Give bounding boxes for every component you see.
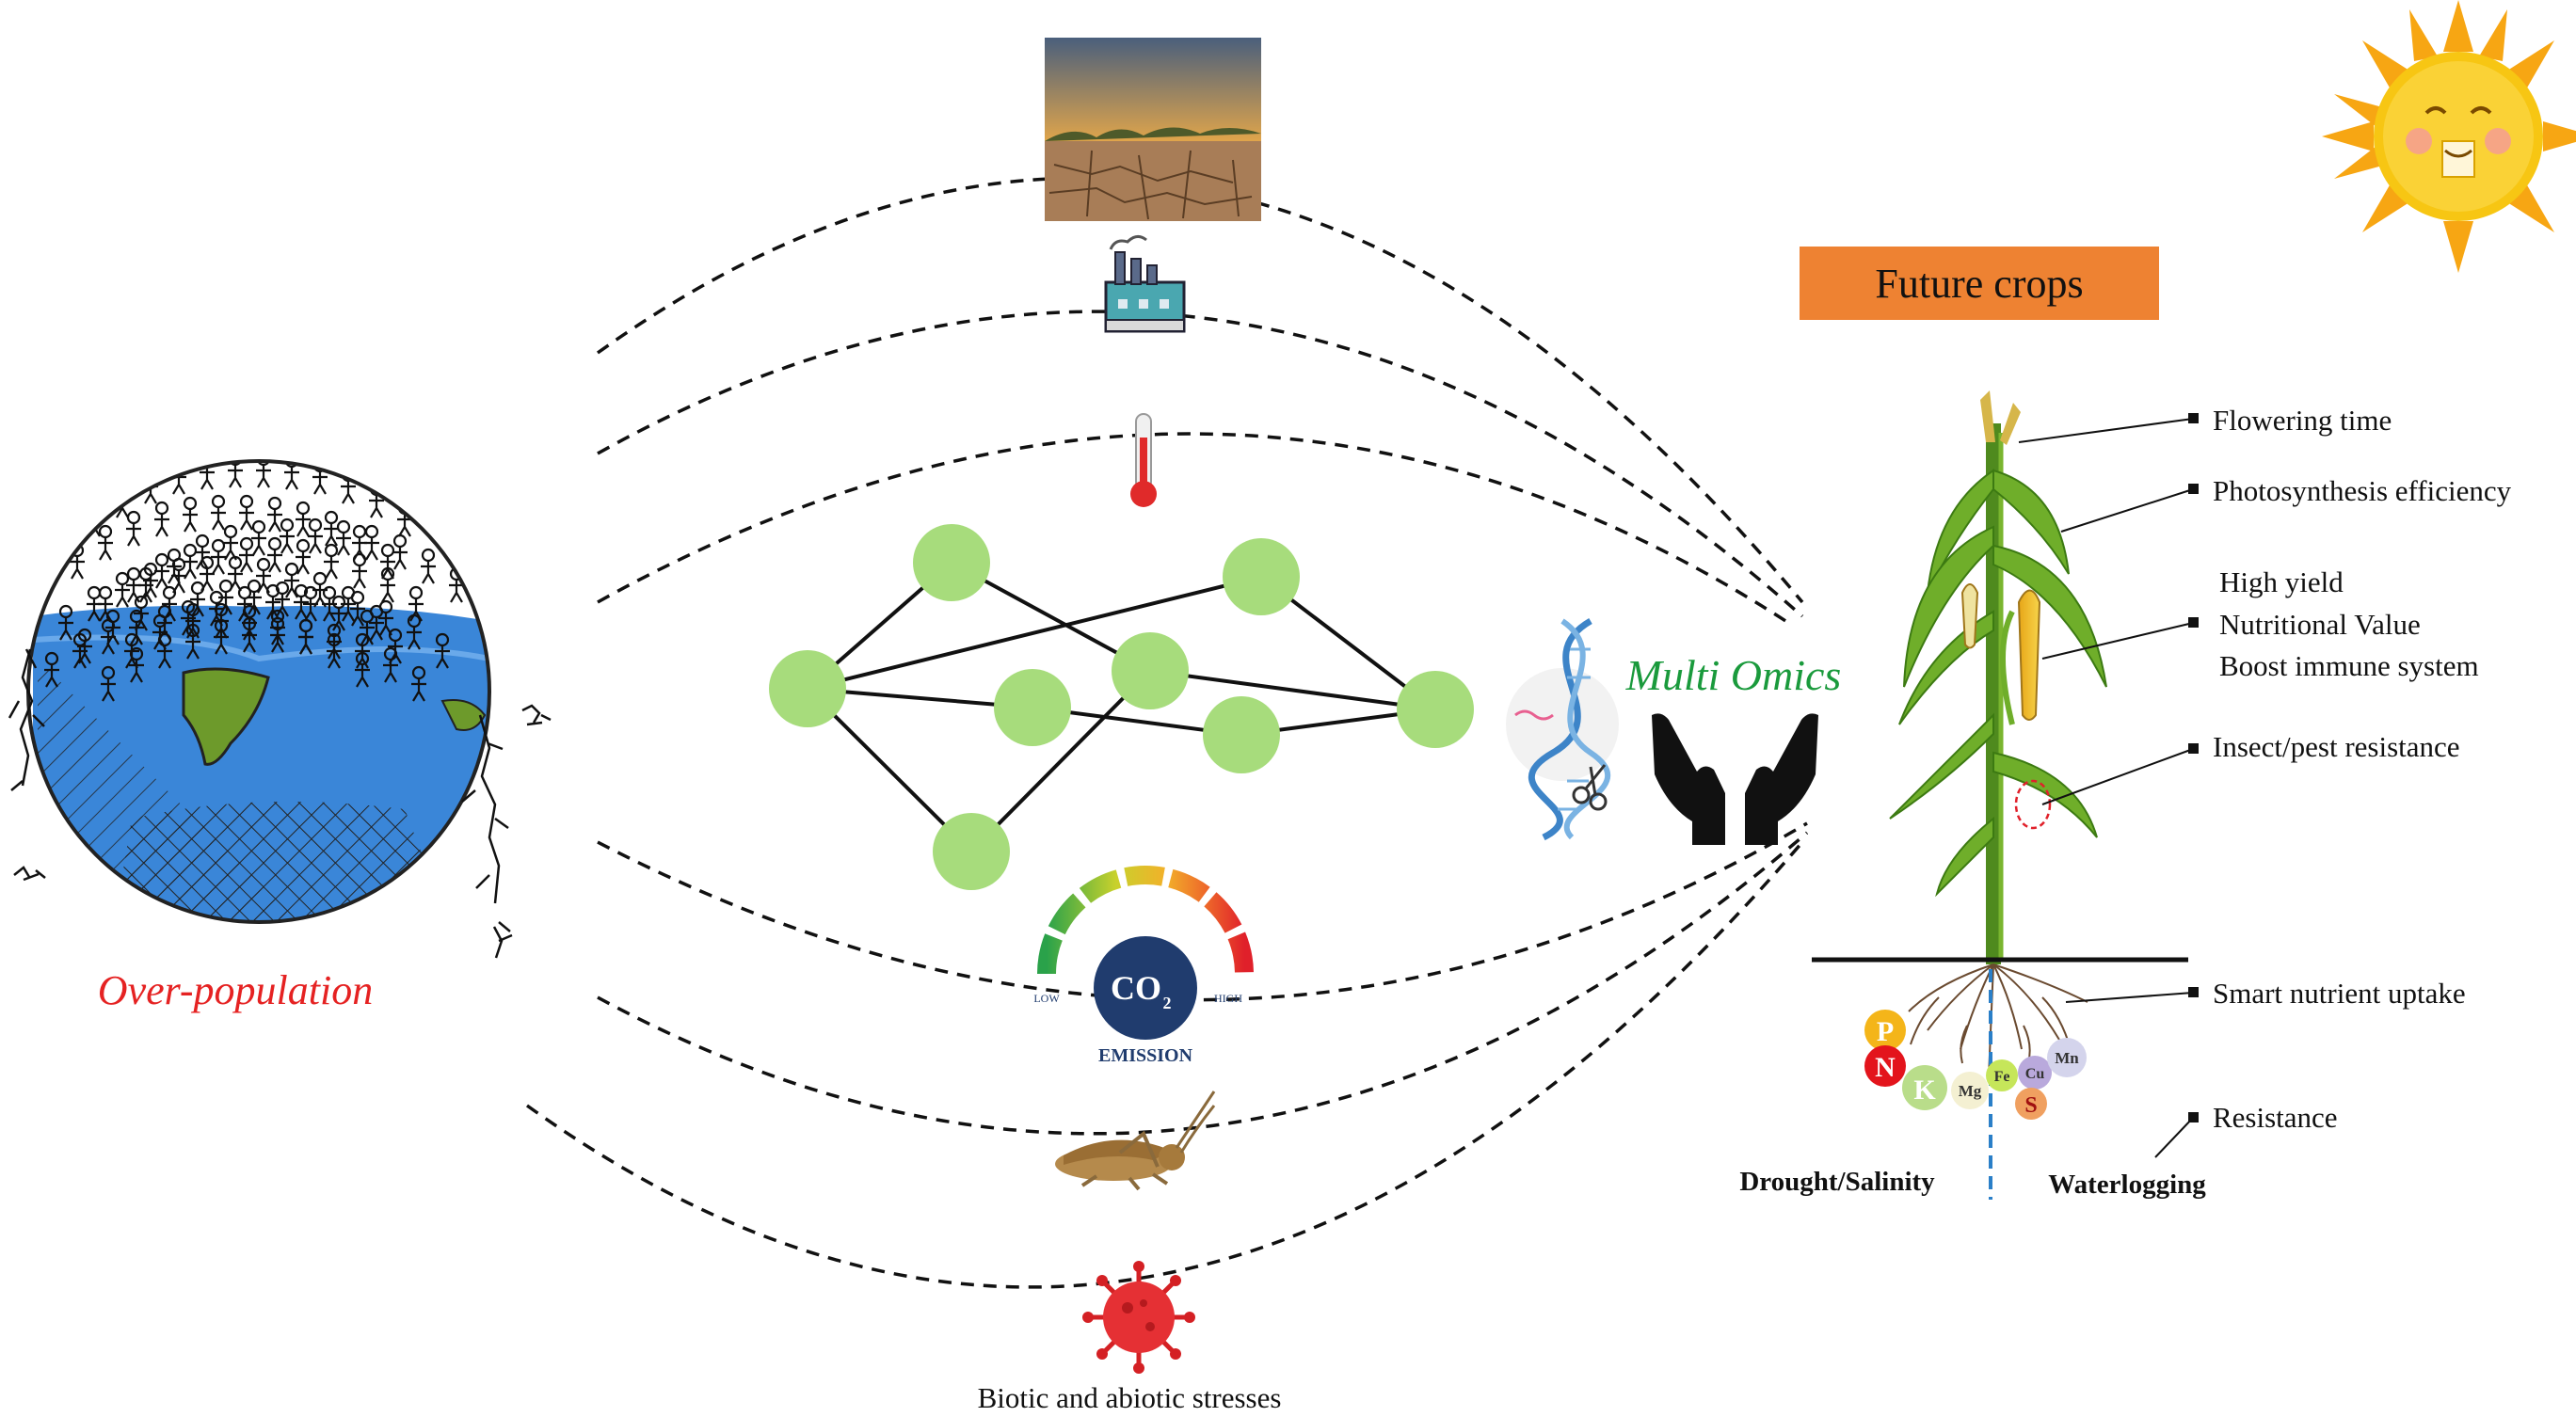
overpopulated-globe: [8, 459, 552, 959]
nutrient-k: K: [1913, 1075, 1936, 1106]
node-4: [933, 813, 1010, 890]
co2-emission-gauge: CO 2 EMISSION LOW HIGH: [1033, 866, 1254, 1066]
nutrient-bubbles: P N K Mg Fe Cu Mn S: [1864, 1010, 2087, 1120]
waterlogging-label: Waterlogging: [2048, 1170, 2206, 1200]
omics-network: [769, 524, 1474, 890]
arc-4: [597, 821, 1808, 1002]
future-crops-box: Future crops: [1800, 247, 2159, 320]
node-6: [1223, 538, 1300, 615]
cracked-earth-icon: [1045, 38, 1261, 221]
factory-icon: [1104, 235, 1186, 333]
trait-bullets: [2188, 413, 2199, 1122]
locust-icon: [1055, 1091, 1216, 1191]
multi-omics-label: Multi Omics: [1625, 651, 1842, 699]
trait-labels: Flowering time Photosynthesis efficiency…: [2213, 404, 2512, 1134]
trait-immune-system: Boost immune system: [2219, 649, 2479, 682]
network-edges: [806, 561, 1437, 853]
tassel: [1980, 390, 2021, 445]
open-hands-icon: [1652, 713, 1818, 845]
nutrient-fe: Fe: [1994, 1069, 2010, 1085]
node-3: [994, 669, 1071, 746]
nutrient-p: P: [1877, 1016, 1894, 1047]
node-1: [769, 650, 846, 727]
trait-high-yield: High yield: [2219, 565, 2344, 598]
gauge-low-label: LOW: [1033, 992, 1060, 1005]
smiling-sun-icon: [2322, 0, 2576, 273]
network-nodes: [769, 524, 1474, 890]
co2-subscript: 2: [1163, 994, 1172, 1012]
trait-flowering-time: Flowering time: [2213, 404, 2392, 437]
node-5: [1112, 632, 1189, 709]
trait-leader-lines: [2018, 418, 2194, 1158]
arc-1: [596, 176, 1804, 604]
trait-insect-resistance: Insect/pest resistance: [2213, 730, 2460, 763]
nutrient-s: S: [2024, 1093, 2037, 1118]
node-7: [1203, 696, 1280, 773]
trait-nutritional-value: Nutritional Value: [2219, 608, 2421, 641]
nutrient-n: N: [1875, 1052, 1896, 1083]
arc-3: [597, 432, 1794, 628]
pest-marker: [2014, 779, 2052, 830]
dna-helix-icon: [1506, 617, 1619, 841]
maize-plant: [1812, 390, 2188, 1200]
scissors-icon: [1572, 764, 1608, 811]
future-crops-title: Future crops: [1875, 260, 2084, 307]
trait-nutrient-uptake: Smart nutrient uptake: [2213, 977, 2466, 1010]
arc-5: [597, 831, 1809, 1136]
land-mass: [182, 667, 270, 766]
left-hand-icon: [1652, 713, 1725, 845]
node-8: [1397, 671, 1474, 748]
gauge-high-label: HIGH: [1214, 992, 1242, 1005]
trait-resistance: Resistance: [2213, 1101, 2338, 1134]
thermometer-icon: [1130, 413, 1157, 507]
nutrient-mg: Mg: [1959, 1082, 1982, 1100]
co2-text: CO: [1111, 969, 1161, 1007]
right-hand-icon: [1745, 713, 1818, 845]
dangling-figures: [8, 648, 552, 959]
stress-arcs: [525, 176, 1809, 1289]
stresses-caption: Biotic and abiotic stresses: [977, 1381, 1282, 1414]
arc-2: [597, 310, 1804, 618]
virus-icon: [1082, 1261, 1195, 1374]
trait-photosynthesis: Photosynthesis efficiency: [2213, 474, 2512, 507]
corn-cob: [2017, 589, 2041, 721]
over-population-label: Over-population: [98, 967, 373, 1013]
drought-salinity-label: Drought/Salinity: [1739, 1167, 1935, 1197]
node-2: [913, 524, 990, 601]
emission-label: EMISSION: [1098, 1045, 1193, 1066]
nutrient-cu: Cu: [2025, 1066, 2045, 1082]
nutrient-mn: Mn: [2055, 1049, 2079, 1067]
arc-6: [525, 840, 1804, 1289]
